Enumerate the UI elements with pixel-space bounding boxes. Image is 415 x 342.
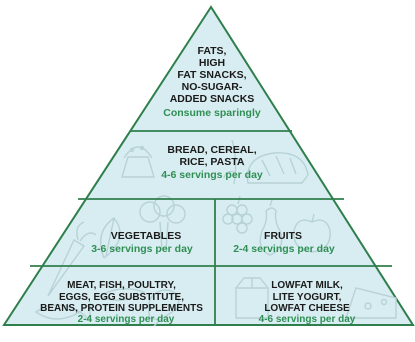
apple-icon	[293, 213, 331, 253]
broccoli-icon	[139, 195, 186, 251]
vegetables-tier-label: VEGETABLES	[80, 230, 212, 242]
vegetables-tier-line: VEGETABLES	[110, 230, 182, 242]
carrot-icon	[47, 221, 97, 297]
grains-tier-label: BREAD, CEREAL, RICE, PASTA	[130, 144, 294, 168]
grain-stalk-icon	[223, 139, 245, 185]
top-tier-line: FATS,	[197, 45, 227, 57]
fruits-art	[222, 195, 331, 256]
protein-tier-line: BEANS, PROTEIN SUPPLEMENTS	[40, 303, 203, 314]
fruits-tier-label: FRUITS	[218, 230, 348, 242]
dairy-tier-line: LITE YOGURT,	[272, 291, 342, 303]
grains-tier-line: RICE, PASTA	[179, 156, 245, 168]
protein-art	[34, 288, 180, 327]
dairy-tier-label: LOWFAT MILK, LITE YOGURT, LOWFAT CHEESE	[222, 280, 392, 315]
bread-loaf-icon	[246, 152, 309, 184]
dairy-tier-serving: 4-6 servings per day	[258, 314, 356, 325]
vegetables-art	[47, 195, 186, 297]
milk-carton-icon	[235, 277, 269, 319]
grapes-icon	[222, 195, 253, 234]
cheese-wedge-icon	[345, 287, 397, 319]
bean-pod-icon	[98, 288, 146, 301]
pyramid-outline	[2, 5, 415, 326]
protein-tier-line: EGGS, EGG SUBSTITUTE,	[58, 291, 184, 303]
muffin-icon	[121, 145, 155, 178]
grains-art	[121, 139, 309, 185]
dairy-tier-line: LOWFAT CHEESE	[264, 303, 350, 314]
fruits-tier-line: FRUITS	[264, 230, 302, 242]
top-tier-line: ADDED SNACKS	[169, 93, 255, 105]
dairy-art	[235, 277, 397, 319]
protein-tier-label: MEAT, FISH, POULTRY, EGGS, EGG SUBSTITUT…	[30, 280, 213, 315]
top-tier-line: HIGH	[198, 57, 226, 69]
top-tier-line: FAT SNACKS,	[177, 69, 247, 81]
grains-tier-line: BREAD, CEREAL,	[167, 144, 257, 156]
leafy-greens-icon	[100, 217, 121, 259]
fruits-tier-serving: 2-4 servings per day	[233, 243, 335, 255]
top-tier-line: NO-SUGAR-	[181, 81, 243, 93]
chicken-leg-icon	[147, 289, 180, 327]
vegetables-tier-serving: 3-6 servings per day	[91, 243, 193, 255]
protein-tier-serving: 2-4 servings per day	[77, 314, 175, 325]
top-tier-serving: Consume sparingly	[163, 107, 261, 119]
pear-icon	[259, 199, 283, 256]
protein-tier-line: MEAT, FISH, POULTRY,	[67, 280, 176, 291]
top-tier-label: FATS, HIGH FAT SNACKS, NO-SUGAR- ADDED S…	[150, 45, 274, 105]
fish-icon	[34, 302, 91, 322]
dairy-tier-line: LOWFAT MILK,	[271, 280, 343, 291]
grains-tier-serving: 4-6 servings per day	[161, 169, 263, 181]
